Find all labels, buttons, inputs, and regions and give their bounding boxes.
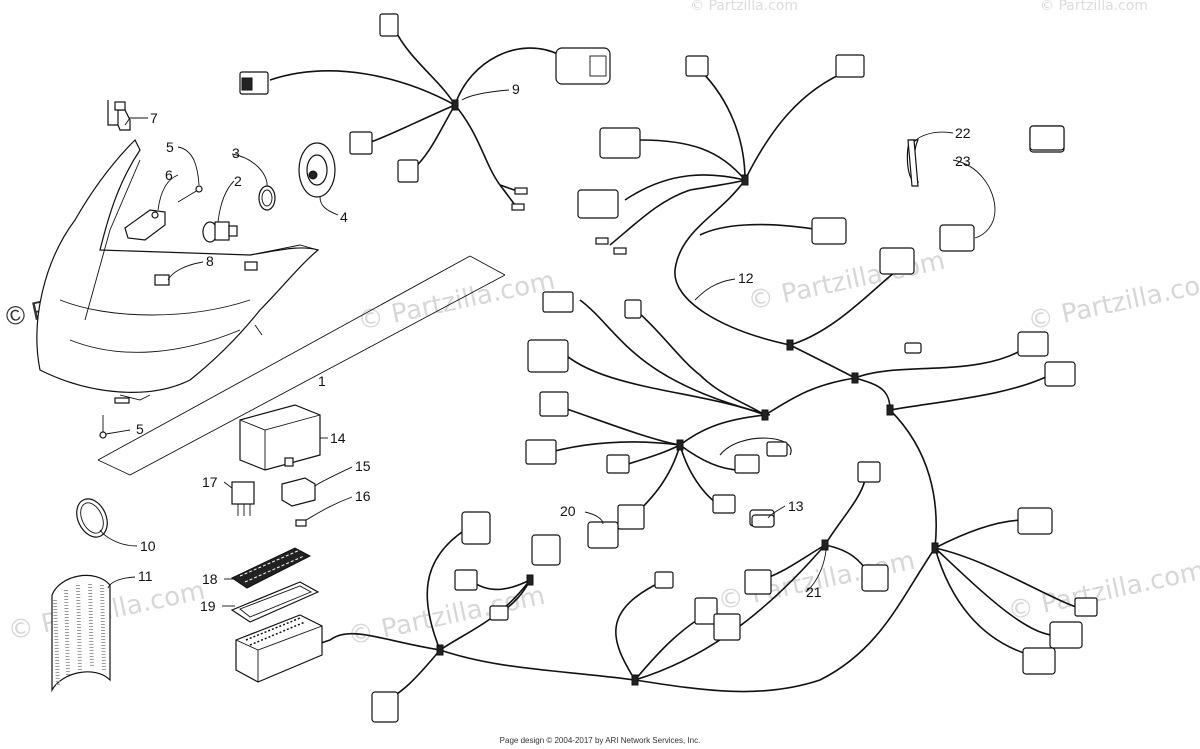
callout-9: 9 — [512, 81, 520, 97]
callout-18: 18 — [202, 571, 218, 587]
watermark-top-right: © Partzilla.com — [1040, 0, 1148, 14]
callout-7: 7 — [150, 110, 158, 126]
clamp-part-10 — [76, 498, 108, 538]
callout-5-upper: 5 — [166, 139, 174, 155]
headlight-assembly — [36, 138, 506, 476]
callout-17: 17 — [202, 474, 218, 490]
callout-3: 3 — [232, 145, 240, 161]
relay-box-part-14 — [239, 404, 321, 471]
loose-parts — [51, 404, 323, 693]
callout-10: 10 — [140, 538, 156, 554]
watermark-bottom-right: © Partzilla.com — [1005, 556, 1200, 627]
callout-5-lower: 5 — [136, 421, 144, 437]
callout-21: 21 — [806, 584, 822, 600]
callout-11: 11 — [138, 568, 153, 584]
callout-19: 19 — [200, 598, 216, 614]
callout-labels: 1 2 3 4 5 5 6 7 8 9 10 11 12 13 14 15 16… — [136, 81, 971, 614]
callout-4: 4 — [340, 209, 348, 225]
callout-13: 13 — [788, 498, 804, 514]
callout-16: 16 — [355, 488, 371, 504]
callout-22: 22 — [955, 125, 971, 141]
ring-part-3 — [258, 185, 276, 211]
relay-part-17 — [231, 481, 255, 516]
relay-part-15 — [281, 477, 316, 507]
watermark-top-mid: © Partzilla.com — [690, 0, 798, 14]
callout-12: 12 — [738, 270, 754, 286]
screw-part-5-upper — [177, 185, 203, 203]
callout-14: 14 — [330, 430, 346, 446]
sleeve-part-11 — [51, 574, 111, 693]
screw-part-5-lower — [99, 415, 107, 439]
socket-part-6 — [124, 209, 166, 241]
callout-8: 8 — [206, 253, 214, 269]
callout-23: 23 — [955, 153, 971, 169]
wire-sleeves — [436, 99, 939, 686]
bulb-part-2 — [202, 221, 238, 243]
leader-lines — [99, 89, 996, 607]
watermark-mid: © Partzilla.com — [745, 246, 947, 317]
callout-20: 20 — [560, 503, 576, 519]
label-part-18 — [230, 547, 312, 589]
wiring-harness — [269, 29, 1086, 701]
callout-1: 1 — [318, 373, 326, 389]
watermark-mid-right: © Partzilla.com — [1025, 266, 1200, 337]
callout-6: 6 — [165, 167, 173, 183]
callout-15: 15 — [355, 458, 371, 474]
footer-credit: Page design © 2004-2017 by ARI Network S… — [499, 736, 701, 745]
connectors — [239, 13, 1098, 723]
callout-2: 2 — [234, 173, 242, 189]
fuse-block — [235, 614, 323, 683]
cover-part-4 — [298, 142, 336, 198]
clip-part-8 — [154, 261, 258, 286]
watermark-bottom-mid: © Partzilla.com — [345, 581, 547, 652]
gasket-part-19 — [230, 581, 320, 623]
bracket-part-7 — [107, 100, 131, 131]
fuse-part-16 — [295, 519, 307, 527]
